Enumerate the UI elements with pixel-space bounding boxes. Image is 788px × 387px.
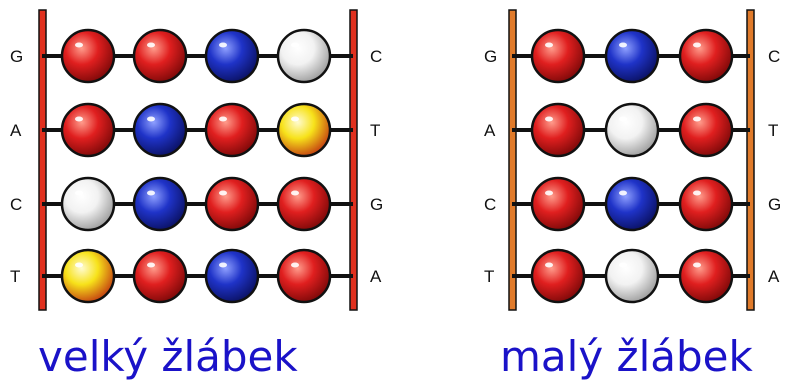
atom-highlight (75, 190, 83, 196)
left-base-label: C (10, 195, 22, 214)
right-base-label: G (370, 195, 383, 214)
red-atom (132, 28, 188, 84)
blue-atom (604, 28, 660, 84)
atom-highlight (545, 190, 553, 196)
atom-highlight (147, 190, 155, 196)
red-atom (276, 248, 332, 304)
right-backbone-1 (349, 9, 358, 311)
atom-highlight (693, 116, 701, 122)
atom-highlight (291, 116, 299, 122)
atom-highlight (619, 190, 627, 196)
atom-highlight (291, 42, 299, 48)
atom-highlight (545, 42, 553, 48)
atom-highlight (693, 42, 701, 48)
blue-atom (204, 28, 260, 84)
blue-atom (132, 102, 188, 158)
left-base-label: G (484, 47, 497, 66)
atom-highlight (147, 262, 155, 268)
atom-highlight (219, 190, 227, 196)
right-base-label: A (370, 267, 382, 286)
yellow-atom (60, 248, 116, 304)
left-base-label: A (10, 121, 22, 140)
atom-highlight (75, 262, 83, 268)
red-atom (678, 176, 734, 232)
red-atom (276, 176, 332, 232)
atom-highlight (147, 116, 155, 122)
red-atom (678, 248, 734, 304)
minor-groove-caption: malý žlábek (500, 332, 753, 381)
left-base-label: T (484, 267, 494, 286)
major-groove-caption: velký žlábek (38, 332, 298, 381)
left-base-label: G (10, 47, 23, 66)
atom-highlight (219, 116, 227, 122)
atom-highlight (545, 116, 553, 122)
atom-highlight (291, 190, 299, 196)
atom-highlight (219, 42, 227, 48)
right-backbone-2 (746, 9, 755, 311)
atom-highlight (75, 116, 83, 122)
right-base-label: T (768, 121, 778, 140)
white-atom (604, 248, 660, 304)
left-backbone-2 (508, 9, 517, 311)
atom-highlight (545, 262, 553, 268)
red-atom (678, 28, 734, 84)
red-atom (530, 176, 586, 232)
atom-highlight (147, 42, 155, 48)
atom-highlight (619, 116, 627, 122)
blue-atom (132, 176, 188, 232)
red-atom (530, 28, 586, 84)
red-atom (530, 248, 586, 304)
right-base-label: T (370, 121, 380, 140)
atom-highlight (693, 190, 701, 196)
atom-highlight (75, 42, 83, 48)
red-atom (132, 248, 188, 304)
left-base-label: T (10, 267, 20, 286)
left-base-label: A (484, 121, 496, 140)
right-base-label: C (768, 47, 780, 66)
red-atom (204, 102, 260, 158)
red-atom (204, 176, 260, 232)
red-atom (530, 102, 586, 158)
left-backbone-1 (38, 9, 47, 311)
red-atom (678, 102, 734, 158)
right-base-label: G (768, 195, 781, 214)
white-atom (604, 102, 660, 158)
red-atom (60, 102, 116, 158)
yellow-atom (276, 102, 332, 158)
blue-atom (604, 176, 660, 232)
red-atom (60, 28, 116, 84)
atom-highlight (619, 42, 627, 48)
atom-highlight (219, 262, 227, 268)
white-atom (60, 176, 116, 232)
right-base-label: A (768, 267, 780, 286)
left-base-label: C (484, 195, 496, 214)
atom-highlight (619, 262, 627, 268)
white-atom (276, 28, 332, 84)
atom-highlight (693, 262, 701, 268)
right-base-label: C (370, 47, 382, 66)
atom-highlight (291, 262, 299, 268)
blue-atom (204, 248, 260, 304)
